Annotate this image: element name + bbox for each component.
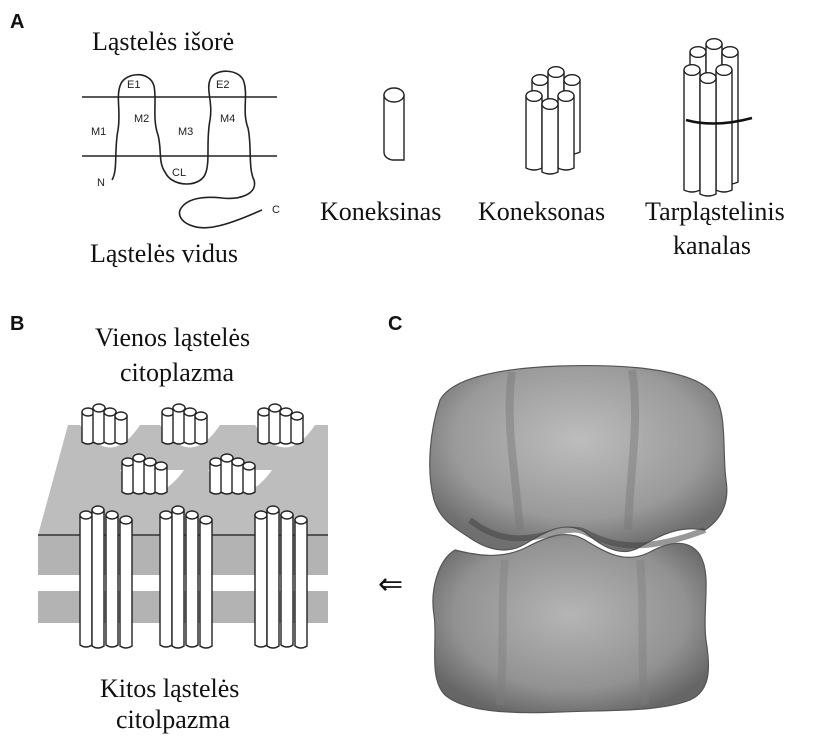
bottom-cytoplasm-label-line1: Kitos ląstelės: [100, 674, 239, 703]
cylinder-subunit: [281, 511, 293, 647]
segment-m3: M3: [178, 126, 193, 138]
panel-b-letter: B: [10, 313, 24, 335]
cylinder-subunit: [155, 462, 167, 494]
segment-m1: M1: [91, 126, 106, 138]
cylinder-subunit: [92, 506, 104, 648]
segment-n: N: [97, 177, 105, 189]
cylinder-subunit: [133, 454, 145, 494]
cylinder-subunit: [280, 408, 292, 444]
gap-junction-channel: [684, 39, 752, 196]
cylinder-subunit: [172, 506, 184, 648]
cylinder-subunit: [106, 511, 118, 647]
cylinder-subunit: [267, 506, 279, 648]
cylinder-subunit: [526, 91, 542, 170]
membrane-channels: [80, 404, 307, 648]
segment-m2: M2: [134, 113, 149, 125]
cylinder-subunit: [684, 65, 700, 192]
segment-e2: E2: [216, 79, 229, 91]
cylinder-subunit: [195, 412, 207, 444]
connexin-cylinder: [384, 88, 404, 160]
connexon-hexamer: [526, 67, 580, 174]
cylinder-subunit: [200, 516, 212, 648]
cylinder-subunit: [160, 511, 172, 647]
cylinder-subunit: [221, 454, 233, 494]
top-cytoplasm-label-line2: citoplazma: [120, 358, 235, 387]
cylinder-subunit: [291, 412, 303, 444]
cylinder-subunit: [210, 458, 222, 494]
cylinder-subunit: [80, 511, 92, 647]
cylinder-subunit: [173, 404, 185, 444]
panel-a-letter: A: [10, 11, 24, 33]
cylinder-subunit: [558, 91, 574, 170]
cylinder-subunit: [104, 408, 116, 444]
cylinder-subunit: [82, 408, 94, 444]
panel-b: B Vienos ląstelės citoplazma ⇐ Kitos ląs…: [10, 313, 403, 734]
segment-c: C: [272, 204, 280, 216]
connexin-topology-path: [112, 71, 262, 228]
cylinder-subunit: [115, 412, 127, 444]
panel-a: A Ląstelės išorė E1 E2 M1 M2 M3 M4 CL N …: [10, 11, 785, 268]
bottom-cytoplasm-label-line2: citolpazma: [116, 705, 231, 734]
cylinder-subunit: [243, 462, 255, 494]
cylinder-subunit: [162, 408, 174, 444]
channel-label-line2: kanalas: [673, 231, 751, 260]
cylinder-subunit: [258, 408, 270, 444]
top-cytoplasm-label-line1: Vienos ląstelės: [95, 323, 250, 352]
cylinder-subunit: [186, 511, 198, 647]
cylinder-subunit: [716, 65, 732, 192]
cylinder-subunit: [542, 99, 558, 174]
segment-cl: CL: [172, 167, 186, 179]
outside-label: Ląstelės išorė: [92, 27, 234, 56]
segment-e1: E1: [127, 79, 140, 91]
density-map-bottom: [433, 535, 709, 713]
cylinder-subunit: [144, 458, 156, 494]
channel-label-line1: Tarpląstelinis: [645, 197, 785, 226]
panel-c: C: [388, 313, 727, 713]
cylinder-subunit: [255, 511, 267, 647]
cylinder-subunit: [295, 516, 307, 648]
cylinder-subunit: [269, 404, 281, 444]
connexin-label: Koneksinas: [320, 197, 441, 226]
cylinder-subunit: [93, 404, 105, 444]
segment-m4: M4: [220, 113, 235, 125]
arrow-glyph: ⇐: [378, 568, 403, 601]
panel-c-letter: C: [388, 313, 402, 335]
inside-label: Ląstelės vidus: [90, 239, 238, 268]
cylinder-subunit: [120, 516, 132, 648]
connexon-label: Koneksonas: [478, 197, 605, 226]
channel-density-map: [430, 366, 727, 713]
cylinder-subunit: [700, 73, 716, 196]
cylinder-subunit: [122, 458, 134, 494]
cylinder-subunit: [184, 408, 196, 444]
cylinder-subunit: [232, 458, 244, 494]
